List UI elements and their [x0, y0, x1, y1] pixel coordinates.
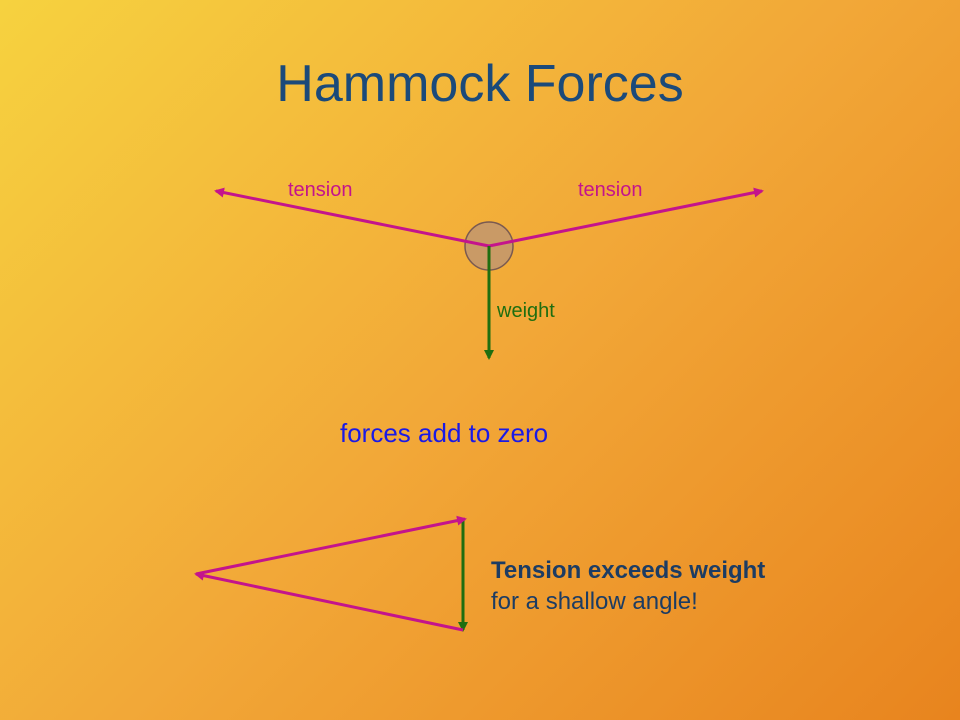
- weight-label: weight: [496, 300, 555, 322]
- equilibrium-caption: forces add to zero: [340, 418, 549, 448]
- triangle-tension-lower: [194, 570, 464, 632]
- tension-right-arrow: [488, 187, 764, 248]
- page-title: Hammock Forces: [276, 55, 684, 113]
- triangle-tension-upper: [195, 515, 467, 576]
- tension-left-arrow: [214, 187, 490, 248]
- tension-left-label: tension: [288, 179, 353, 201]
- conclusion-note: Tension exceeds weight for a shallow ang…: [491, 555, 765, 617]
- conclusion-line-2: for a shallow angle!: [491, 588, 698, 616]
- tension-right-label: tension: [578, 179, 643, 201]
- conclusion-line-1: Tension exceeds weight: [491, 557, 766, 584]
